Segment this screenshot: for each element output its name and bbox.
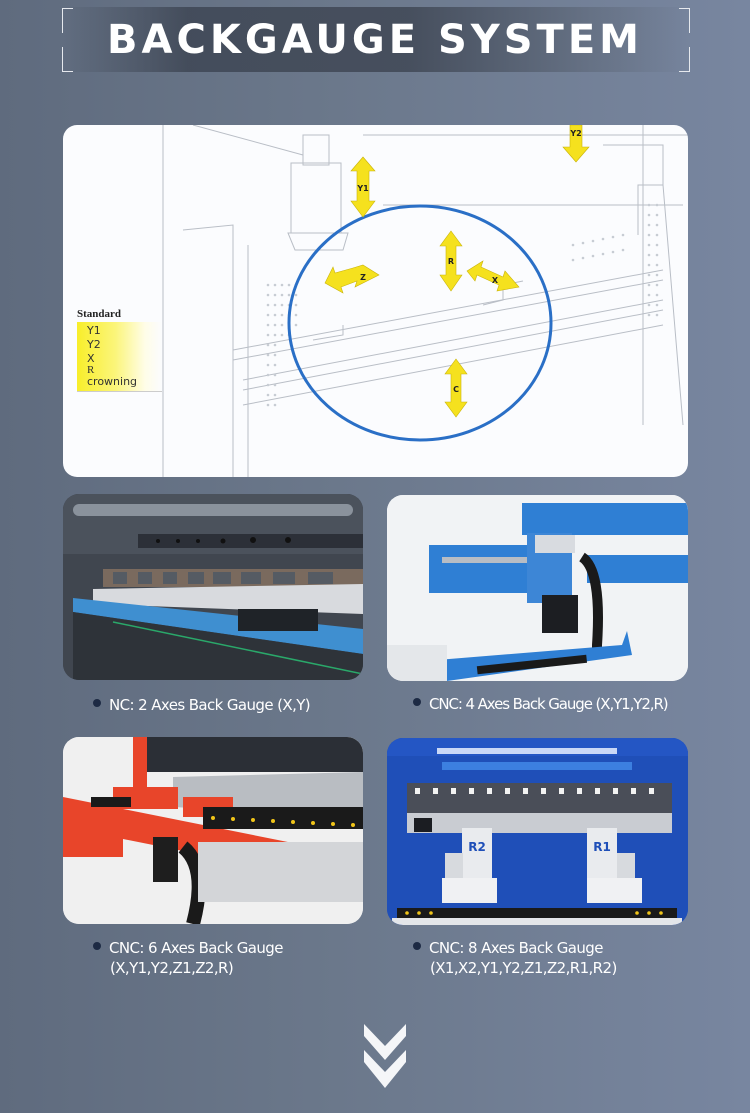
svg-text:Z: Z bbox=[360, 273, 366, 282]
svg-text:Y2: Y2 bbox=[569, 129, 581, 138]
corner-bracket-top-left bbox=[62, 8, 73, 33]
svg-text:R1: R1 bbox=[593, 840, 611, 854]
photo-cnc-4-axes bbox=[387, 495, 688, 681]
axis-legend: Standard Y1 Y2 X R crowning bbox=[77, 308, 209, 392]
svg-text:R2: R2 bbox=[468, 840, 486, 854]
caption-cnc-6-axes: CNC: 6 Axes Back Gauge (X,Y1,Y2,Z1,Z2,R) bbox=[93, 938, 283, 978]
caption-nc-2-axes: NC: 2 Axes Back Gauge (X,Y) bbox=[93, 695, 311, 715]
header-band bbox=[62, 7, 689, 72]
legend-item-y2: Y2 bbox=[87, 338, 101, 351]
svg-text:X: X bbox=[492, 276, 499, 285]
legend-item-r: R bbox=[87, 364, 95, 376]
photo-cnc-8-axes: R2 R1 bbox=[387, 738, 688, 925]
legend-title: Standard bbox=[77, 308, 122, 320]
legend-list: Y1 Y2 X R crowning bbox=[77, 322, 162, 392]
corner-bracket-bottom-right bbox=[679, 47, 690, 72]
photo-cnc-6-axes bbox=[63, 737, 363, 924]
svg-text:C: C bbox=[453, 385, 459, 394]
bullet-icon bbox=[93, 942, 101, 950]
legend-item-x: X bbox=[87, 352, 95, 365]
svg-text:R: R bbox=[448, 257, 454, 266]
page-title: BACKGAUGE SYSTEM bbox=[107, 17, 643, 63]
bullet-icon bbox=[93, 699, 101, 707]
backgauge-diagram: Y1 Y2 R C Z X Standard Y1 Y2 X R crownin… bbox=[63, 125, 688, 477]
corner-bracket-top-right bbox=[679, 8, 690, 33]
y1-arrow-icon bbox=[350, 156, 376, 218]
focus-circle bbox=[287, 204, 553, 442]
double-chevron-down-icon bbox=[364, 1024, 406, 1088]
bullet-icon bbox=[413, 942, 421, 950]
svg-text:Y1: Y1 bbox=[356, 184, 369, 193]
bullet-icon bbox=[413, 698, 421, 706]
legend-item-y1: Y1 bbox=[87, 324, 101, 337]
legend-item-crowning: crowning bbox=[87, 375, 138, 388]
corner-bracket-bottom-left bbox=[62, 47, 73, 72]
machine-line-drawing: Y1 Y2 R C Z X bbox=[162, 125, 688, 477]
caption-cnc-8-axes: CNC: 8 Axes Back Gauge (X1,X2,Y1,Y2,Z1,Z… bbox=[413, 938, 617, 978]
caption-cnc-4-axes: CNC: 4 Axes Back Gauge (X,Y1,Y2,R) bbox=[413, 694, 669, 714]
photo-nc-2-axes bbox=[63, 494, 363, 680]
